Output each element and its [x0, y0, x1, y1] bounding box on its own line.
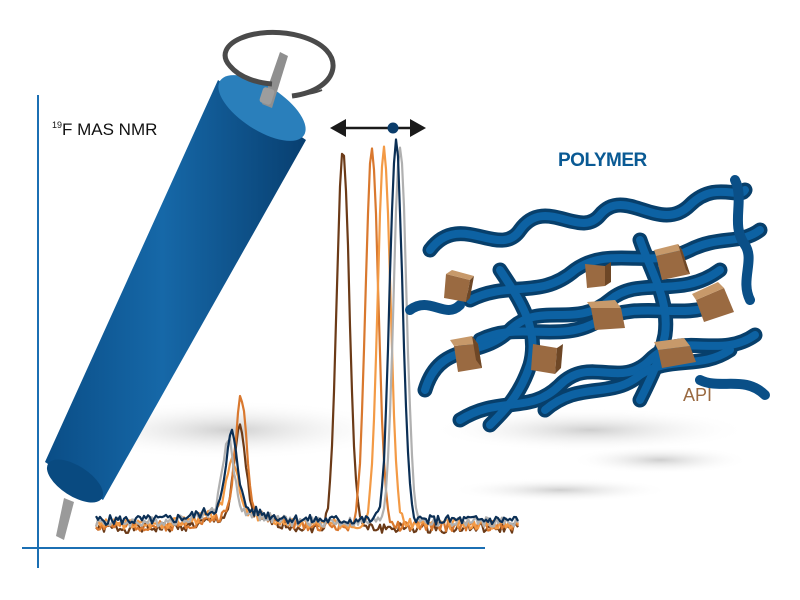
rotor-body [45, 80, 306, 500]
double-arrow-icon [330, 119, 426, 137]
spin-arrow-icon [222, 30, 336, 99]
api-block [585, 262, 611, 288]
api-block [654, 338, 696, 368]
api-particles [444, 244, 734, 374]
api-block [587, 300, 625, 330]
ground-shadows [60, 400, 750, 502]
rotor-top-cap [218, 75, 306, 141]
api-block [450, 336, 482, 372]
api-block [692, 282, 734, 322]
isotope-mass-number: 19 [52, 120, 63, 130]
api-block [654, 244, 690, 280]
spectrum-line-navy [95, 138, 519, 526]
nmr-technique-label: 19F MAS NMR [52, 120, 157, 140]
polymer-label: POLYMER [558, 150, 647, 171]
technique-text: F MAS NMR [62, 120, 158, 139]
nmr-spectra [94, 138, 519, 535]
api-block [531, 344, 563, 374]
api-block [444, 270, 474, 302]
spectrum-axes [22, 95, 485, 568]
rotor-bottom-spindle [56, 498, 74, 540]
mas-rotor [45, 30, 336, 540]
spectrum-line-light-orange [94, 145, 519, 530]
rotor-bottom-end [46, 459, 104, 503]
api-label: API [683, 385, 713, 405]
